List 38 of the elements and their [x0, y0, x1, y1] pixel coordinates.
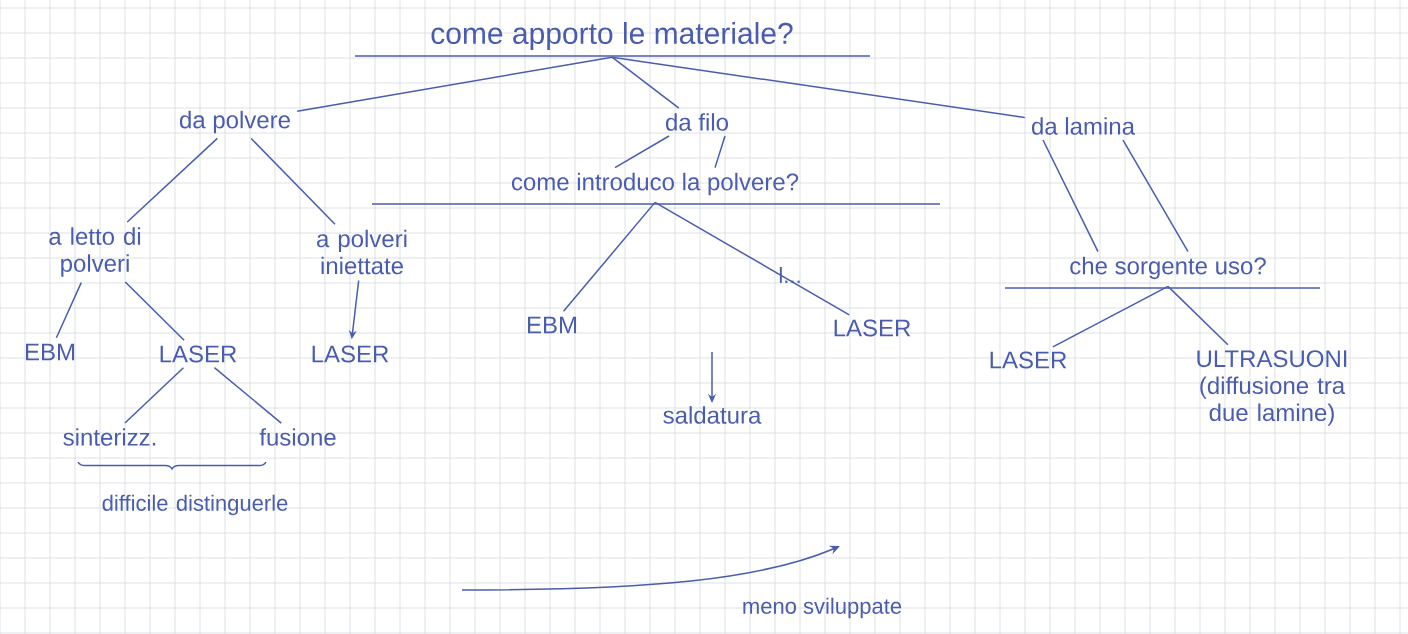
connector-line — [714, 135, 726, 169]
note-text: meno sviluppate — [743, 597, 902, 619]
connector-line — [126, 137, 219, 223]
underlined-question: come apporto le materiale? — [354, 22, 871, 57]
connector-line — [1122, 139, 1189, 253]
connector-line — [654, 201, 850, 316]
connector-line — [1167, 285, 1229, 346]
handwritten-term: da polvere — [180, 110, 290, 134]
connector-line — [1042, 139, 1099, 253]
handwritten-term: EBM — [528, 316, 577, 334]
connector-line — [124, 367, 185, 424]
handwritten-term: a polveri iniettate — [317, 229, 407, 275]
connector-line — [55, 281, 82, 339]
note-text: difficile distinguerle — [102, 494, 288, 516]
connector-line — [611, 56, 1026, 119]
handwritten-term: EBM — [26, 343, 75, 361]
connector-line — [213, 366, 282, 424]
connector-line — [1052, 285, 1169, 348]
underlined-question: come introduco la polvere? — [371, 172, 941, 205]
handwritten-term: LASER — [312, 345, 389, 363]
handwritten-term: ULTRASUONI (diffusione tra due lamine) — [1197, 350, 1347, 426]
connector-line — [250, 137, 336, 226]
underlined-question: che sorgente uso? — [1004, 256, 1321, 289]
handwritten-term: LASER — [160, 345, 237, 363]
connector-line — [614, 135, 670, 169]
handwritten-term: da lamina — [1032, 117, 1135, 135]
handwritten-term: LASER — [990, 351, 1067, 369]
note-text: l... — [779, 267, 800, 283]
handwritten-term: fusione — [259, 428, 336, 446]
connector-line — [611, 56, 680, 109]
handwritten-term: da filo — [666, 113, 728, 131]
connector-line — [562, 201, 656, 312]
connector-line — [124, 281, 185, 341]
connector-line — [296, 56, 613, 113]
handwritten-term: a letto di polveri — [49, 227, 141, 277]
handwritten-term: LASER — [834, 319, 911, 337]
handwritten-term: saldatura — [663, 406, 762, 424]
handwritten-term: sinterizz. — [63, 428, 156, 446]
